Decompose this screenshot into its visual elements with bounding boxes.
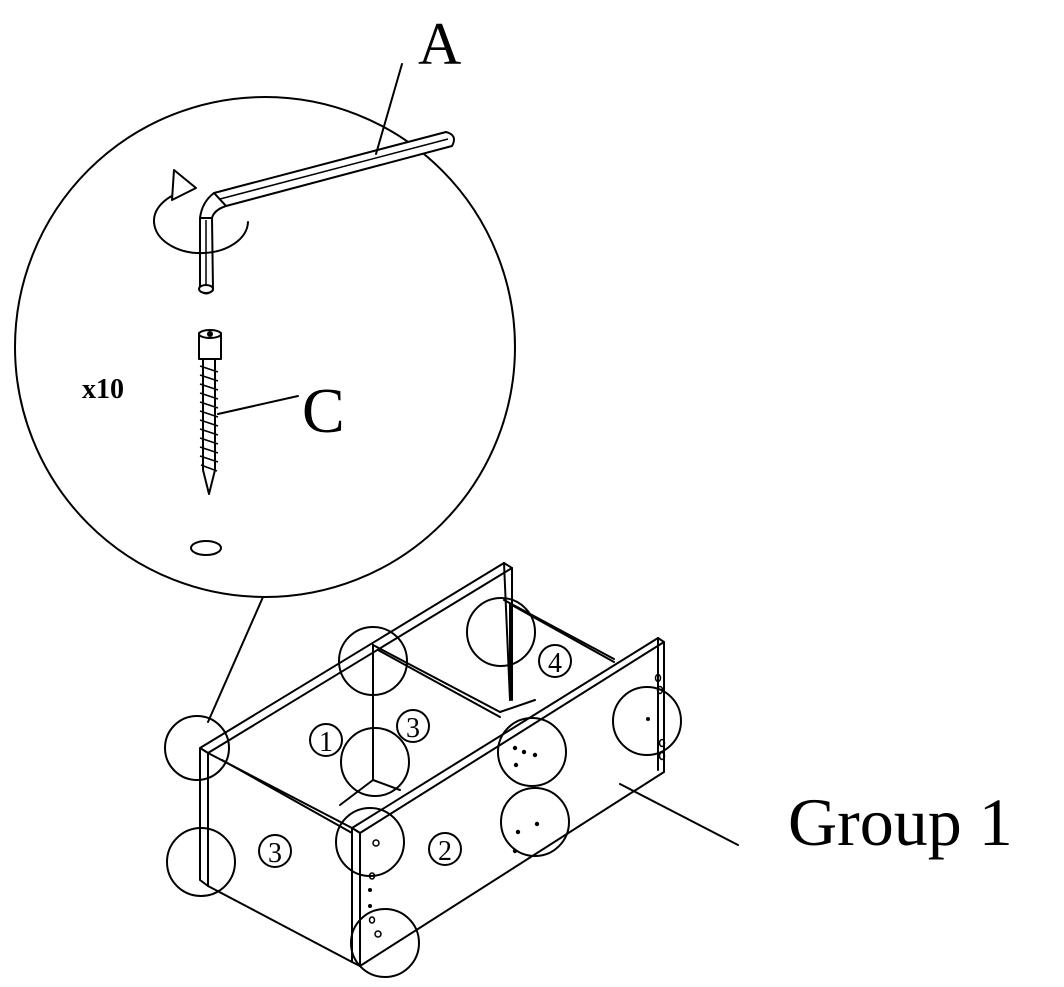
panel-number-3-middle: 3	[396, 709, 430, 744]
svg-text:3: 3	[268, 838, 282, 869]
label-a: A	[418, 11, 461, 77]
detail-leader-line	[207, 596, 264, 723]
panel-number-4: 4	[538, 644, 572, 679]
panel-number-1: 1	[309, 723, 343, 758]
rotation-arrow-icon	[153, 169, 249, 255]
svg-text:2: 2	[438, 836, 452, 867]
panel-number-2: 2	[428, 832, 462, 867]
detail-callout	[14, 96, 516, 723]
hole-icon	[190, 540, 222, 556]
svg-text:1: 1	[319, 727, 333, 758]
svg-text:4: 4	[548, 648, 562, 679]
allen-wrench-icon	[198, 131, 455, 295]
hole-dots	[368, 717, 650, 908]
screw-icon	[198, 329, 222, 495]
panel-number-3-left: 3	[258, 834, 292, 869]
label-c-leader	[217, 395, 299, 415]
quantity-label: x10	[82, 374, 124, 405]
group-leader	[619, 783, 739, 846]
detail-circle	[14, 96, 516, 598]
label-c: C	[302, 375, 345, 446]
detail-markers	[164, 597, 682, 978]
group-label: Group 1	[788, 784, 1013, 860]
svg-text:3: 3	[406, 713, 420, 744]
hole-rings	[368, 673, 666, 938]
label-a-leader	[375, 63, 403, 155]
cabinet-assembly	[199, 562, 665, 967]
